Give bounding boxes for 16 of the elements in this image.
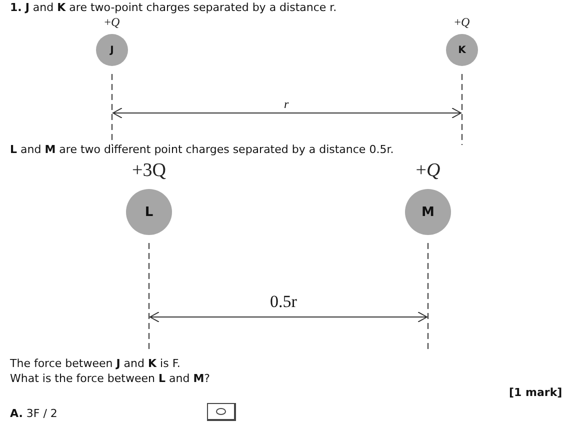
charge-value: +Q (104, 15, 120, 30)
charge-value: +3Q (132, 160, 166, 182)
charge-circle: L (126, 189, 172, 235)
charge-circle: K (446, 34, 478, 66)
question-text: 1. J and K are two-point charges separated by a distance r. (10, 1, 337, 14)
charge-value: +Q (454, 15, 470, 30)
dimension-label: 0.5r (270, 292, 297, 312)
charge-value: +Q (416, 160, 440, 182)
question-text: L and M are two different point charges separated by a distance 0.5r. (10, 143, 394, 156)
charge-circle: M (405, 189, 451, 235)
charge-circle: J (96, 34, 128, 66)
question-text: [1 mark] (509, 386, 562, 399)
dimension-label: r (284, 97, 289, 112)
question-text: A. 3F / 2 (10, 407, 58, 420)
question-text: What is the force between L and M? (10, 372, 210, 385)
question-text: The force between J and K is F. (10, 357, 180, 370)
